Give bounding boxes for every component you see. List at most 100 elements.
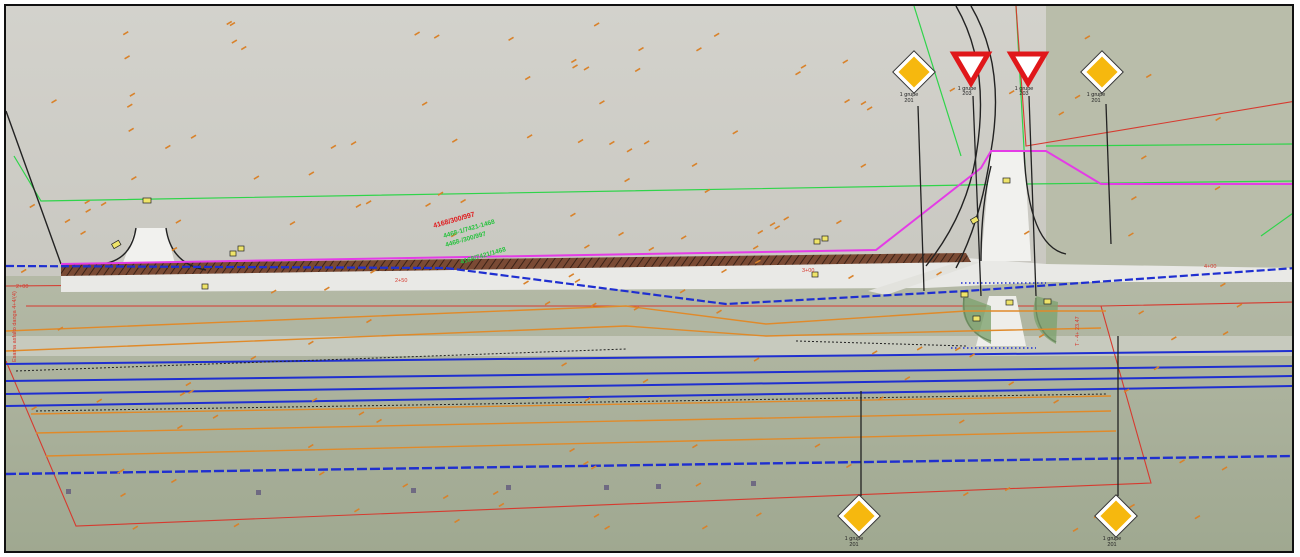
height-marker xyxy=(1179,459,1185,464)
priority-road-sign-2 xyxy=(1080,50,1124,94)
height-marker xyxy=(233,522,240,528)
height-marker xyxy=(593,22,600,27)
height-marker xyxy=(1123,388,1130,393)
height-marker xyxy=(754,259,761,264)
road-plan-drawing[interactable]: 1 grupe 201 1 grupe 203 1 grupe 203 1 gr… xyxy=(6,6,1294,553)
side-label-right: T - 4+ 23.47 xyxy=(1075,316,1081,346)
height-marker xyxy=(753,357,760,362)
height-marker xyxy=(451,138,458,143)
height-marker xyxy=(704,188,711,194)
priority-road-sign-3 xyxy=(837,494,881,538)
sign-caption-3: 1 grupe xyxy=(1015,86,1034,92)
height-marker xyxy=(544,300,551,306)
height-marker xyxy=(642,378,649,384)
height-marker xyxy=(190,134,197,139)
edge-lines xyxy=(15,340,1107,412)
height-marker xyxy=(1222,331,1229,336)
height-marker xyxy=(561,362,568,367)
height-marker xyxy=(117,469,123,475)
height-marker xyxy=(800,64,807,69)
height-marker xyxy=(460,198,467,204)
height-marker xyxy=(842,59,849,64)
sign-caption-2: 1 grupe xyxy=(958,86,977,92)
height-marker xyxy=(916,346,923,351)
height-marker xyxy=(860,163,867,168)
height-marker xyxy=(1215,116,1222,122)
height-marker xyxy=(126,103,133,108)
height-marker xyxy=(1058,111,1065,116)
height-marker xyxy=(57,326,64,331)
height-marker xyxy=(124,55,131,60)
height-marker xyxy=(376,418,382,424)
height-marker xyxy=(716,309,722,314)
height-marker xyxy=(128,127,135,133)
height-marker xyxy=(425,202,431,208)
height-marker xyxy=(171,246,178,252)
height-marker xyxy=(626,148,633,153)
contour-lines-orange xyxy=(6,305,1117,457)
height-marker xyxy=(450,233,457,238)
sign-code-2: 203 xyxy=(962,91,971,97)
height-marker xyxy=(421,101,428,106)
height-marker xyxy=(100,201,107,207)
height-marker xyxy=(120,492,126,498)
height-marker xyxy=(1130,196,1137,201)
dimension-tags xyxy=(111,177,1052,322)
height-marker xyxy=(638,46,644,52)
height-marker xyxy=(1008,90,1015,95)
height-marker xyxy=(308,171,315,176)
height-marker xyxy=(84,199,91,205)
height-marker xyxy=(51,99,57,104)
height-marker xyxy=(962,491,969,497)
height-marker xyxy=(355,203,362,208)
height-marker xyxy=(574,278,581,283)
sign-code-6: 201 xyxy=(1107,542,1116,548)
height-marker xyxy=(64,218,71,224)
sign-code-1: 201 xyxy=(904,98,913,104)
height-marker xyxy=(866,106,873,111)
height-marker xyxy=(353,508,360,513)
height-marker xyxy=(1145,73,1152,79)
height-marker xyxy=(1053,399,1060,404)
height-marker xyxy=(31,406,37,411)
height-marker xyxy=(634,67,641,73)
height-marker xyxy=(1128,232,1134,237)
sign-code-5: 201 xyxy=(849,542,858,548)
height-marker xyxy=(212,414,219,419)
height-marker xyxy=(231,39,238,44)
utility-lines-blue xyxy=(6,264,1292,476)
height-marker xyxy=(583,244,590,249)
height-marker xyxy=(577,138,584,144)
height-marker xyxy=(593,513,600,518)
sign-caption-4: 1 grupe xyxy=(1087,92,1106,98)
height-marker xyxy=(877,396,884,401)
height-marker xyxy=(132,525,139,530)
height-marker xyxy=(1084,35,1091,40)
height-marker xyxy=(814,443,821,448)
height-marker xyxy=(307,340,314,345)
height-marker xyxy=(164,144,171,150)
height-marker xyxy=(330,144,337,149)
sign-caption-1: 1 grupe xyxy=(900,92,919,98)
height-marker xyxy=(713,32,720,37)
height-marker xyxy=(307,443,314,449)
height-marker xyxy=(130,175,137,181)
sign-code-4: 201 xyxy=(1091,98,1100,104)
height-marker xyxy=(618,231,624,237)
yield-sign-1 xyxy=(949,51,993,88)
height-marker xyxy=(1153,366,1160,371)
height-marker xyxy=(643,140,650,145)
height-marker xyxy=(437,191,444,196)
height-marker xyxy=(680,235,687,240)
height-marker xyxy=(175,219,182,224)
gravel-lane xyxy=(6,336,1292,356)
height-marker xyxy=(80,230,86,235)
height-marker xyxy=(365,200,372,205)
sign-poles xyxy=(860,95,1119,496)
meadow-right-area xyxy=(1046,6,1292,276)
height-marker xyxy=(599,100,605,105)
existing-road-hatch xyxy=(61,253,971,276)
height-marker xyxy=(1236,303,1243,308)
height-marker xyxy=(954,346,961,352)
height-marker xyxy=(508,36,514,41)
